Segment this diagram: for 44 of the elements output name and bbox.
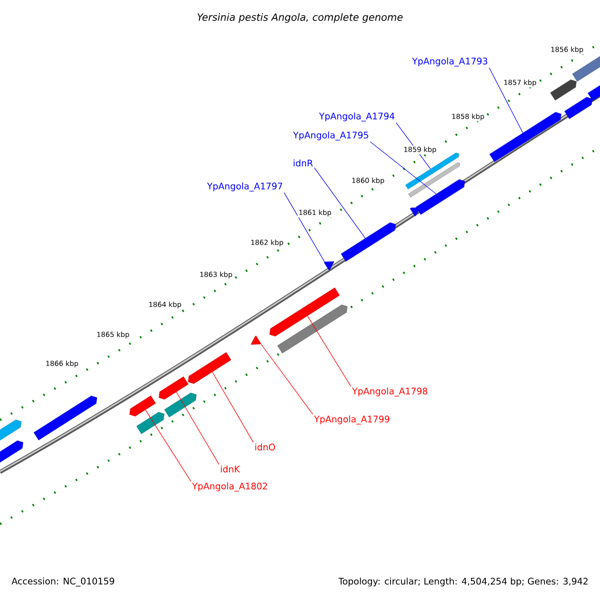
gene-block	[158, 376, 188, 400]
gene-block	[408, 162, 460, 198]
gene-block	[250, 336, 262, 345]
gene-block	[572, 54, 600, 82]
gene-block	[0, 420, 22, 440]
title: Yersinia pestis Angola, complete genome	[198, 13, 403, 23]
gene-block	[489, 112, 562, 162]
gene-block	[410, 207, 420, 216]
leader-line	[314, 167, 366, 239]
gene-label: YpAngola_A1798	[352, 388, 428, 396]
gene-block	[34, 396, 98, 440]
gene-label: YpAngola_A1797	[207, 182, 282, 192]
gene-block	[550, 80, 577, 100]
gene-block	[564, 97, 592, 119]
footer-text: Accession: NC_010159	[12, 578, 114, 586]
gene-block	[164, 392, 196, 418]
gene-label: idnO	[255, 444, 275, 450]
gene-label: YpAngola_A1795	[293, 132, 368, 140]
gene-block	[0, 440, 24, 464]
gene-block	[324, 261, 334, 270]
gene-label: YpAngola_A1799	[314, 416, 390, 424]
gene-block	[416, 179, 465, 215]
leader-line	[212, 372, 254, 443]
gene-label: idnK	[220, 466, 240, 472]
gene-label: YpAngola_A1793	[412, 58, 488, 66]
leader-line	[176, 392, 220, 465]
gene-label: idnR	[294, 160, 313, 166]
leader-line	[145, 410, 192, 482]
leader-line	[488, 67, 524, 134]
leader-line	[307, 316, 352, 387]
footer-text: Topology: circular; Length: 4,504,254 bp; Genes: 3,942	[338, 578, 588, 586]
leader-line	[284, 192, 325, 262]
gene-block	[129, 396, 156, 416]
gene-label: YpAngola_A1794	[319, 112, 394, 122]
gene-block	[188, 352, 232, 384]
gene-block	[277, 304, 348, 354]
leader-line	[370, 141, 436, 194]
gene-block	[588, 83, 600, 101]
gene-block	[270, 288, 340, 336]
leader-line	[260, 343, 314, 415]
gene-block	[136, 412, 164, 434]
gene-label: YpAngola_A1802	[192, 482, 268, 492]
gene-block	[405, 152, 460, 190]
gene-block	[340, 222, 396, 262]
